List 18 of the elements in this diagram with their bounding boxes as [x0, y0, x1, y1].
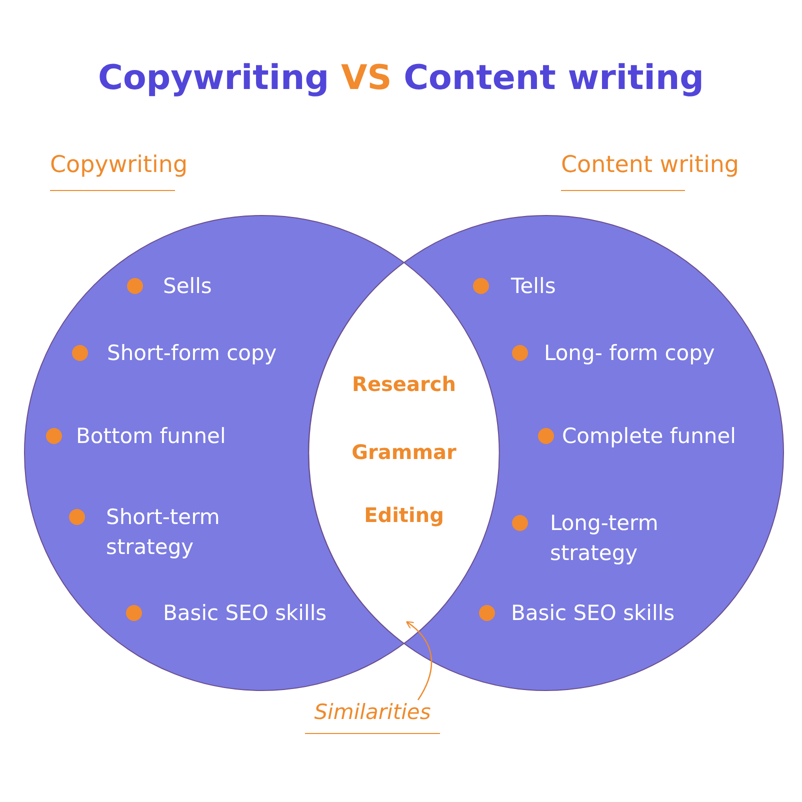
- overlap-item: Research: [351, 372, 457, 396]
- list-item: Sells: [163, 273, 212, 300]
- list-item: Basic SEO skills: [163, 600, 327, 627]
- overlap-item: Grammar: [350, 440, 458, 464]
- list-item: Bottom funnel: [76, 423, 226, 450]
- list-item: Short-form copy: [107, 340, 277, 367]
- overlap-item: Editing: [363, 503, 445, 527]
- list-item: Long-term strategy: [550, 510, 660, 567]
- list-item: Tells: [511, 273, 556, 300]
- set-heading: Content writing: [561, 152, 740, 178]
- list-item: Basic SEO skills: [511, 600, 675, 627]
- leader-arrow: [406, 621, 432, 700]
- set-heading: Copywriting: [50, 152, 188, 178]
- annotation-text: Similarities: [313, 700, 432, 724]
- list-item: Short-term strategy: [106, 504, 221, 561]
- list-item: Long- form copy: [544, 340, 715, 367]
- title: Copywriting VS Content writing: [97, 58, 705, 98]
- list-item: Complete funnel: [562, 423, 736, 450]
